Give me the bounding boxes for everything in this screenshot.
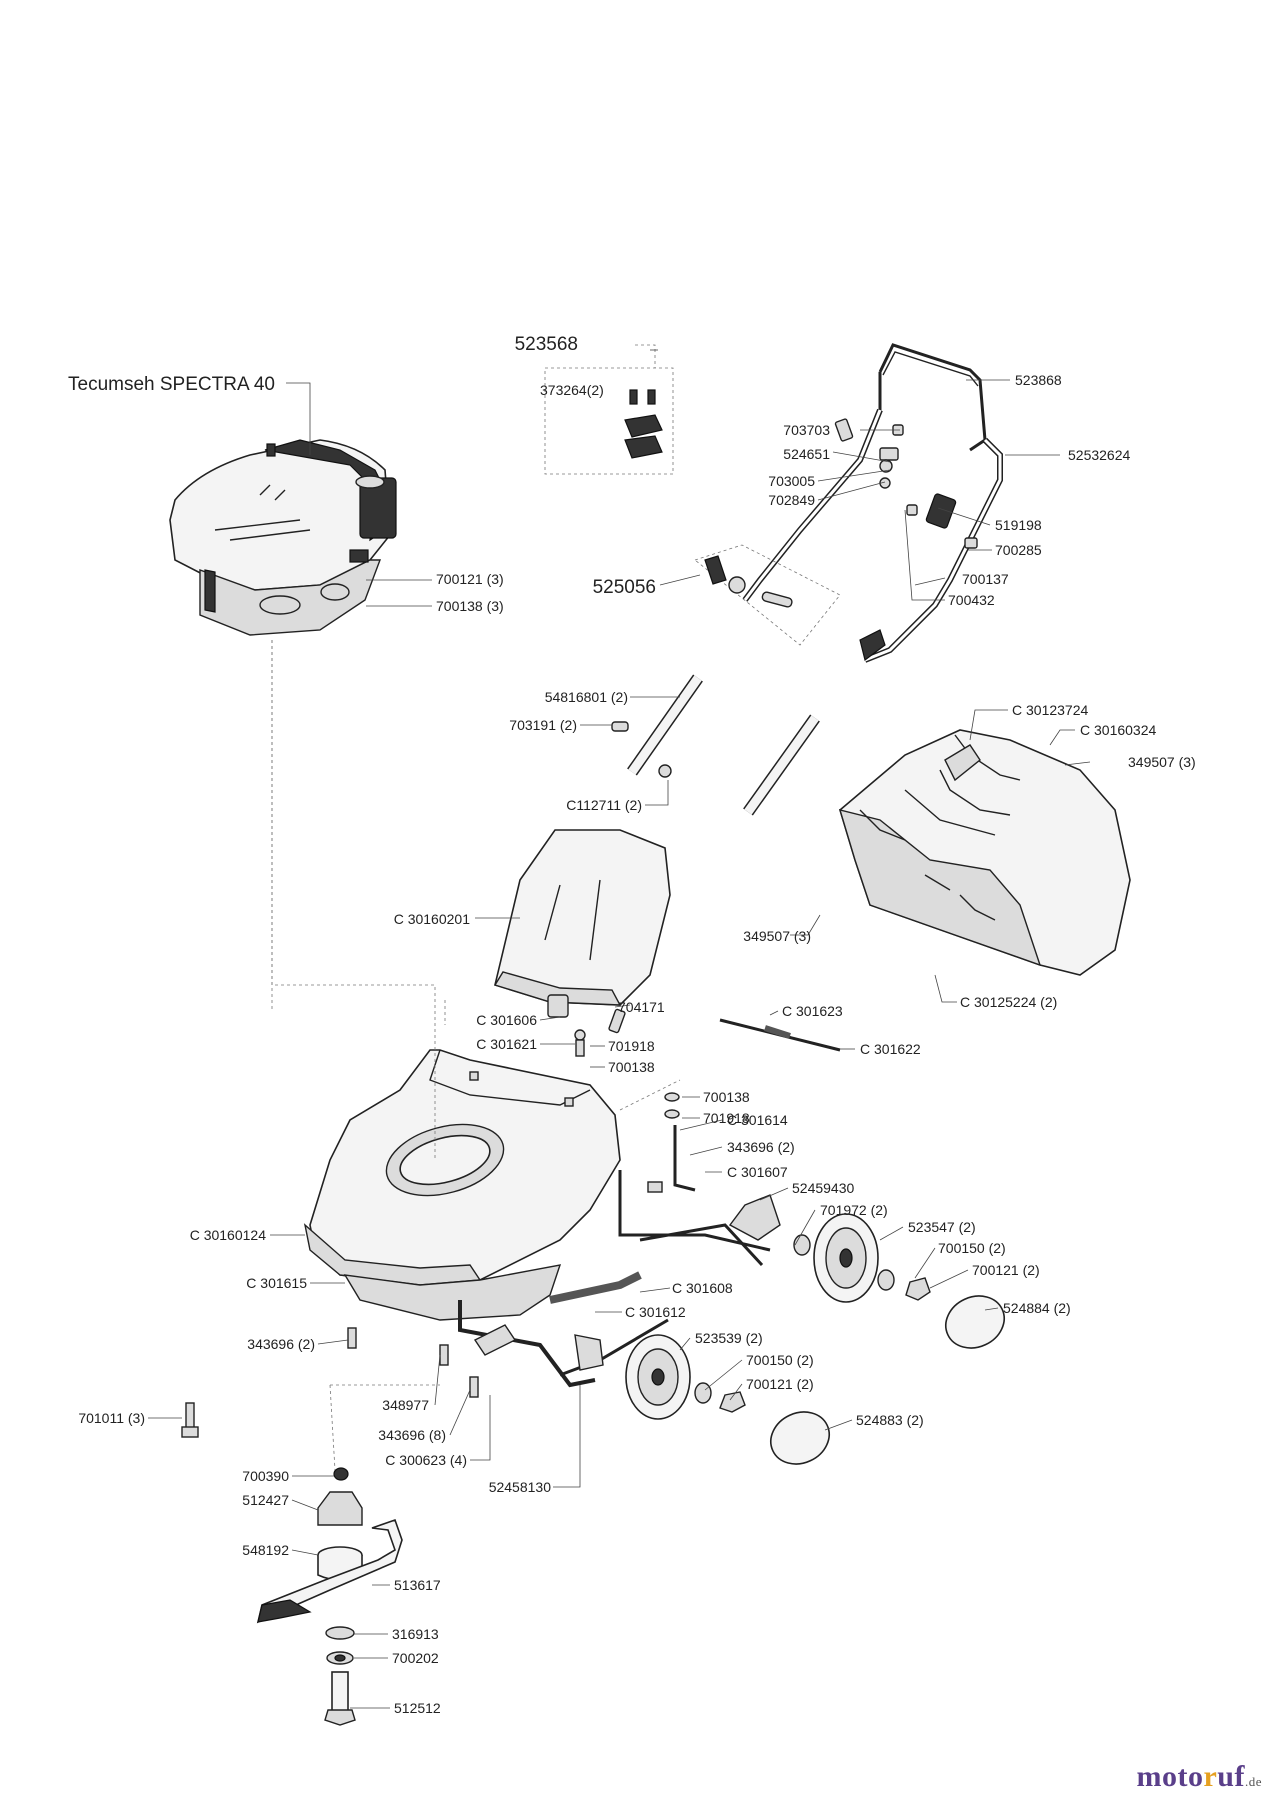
part-label-701918-a: 701918 (608, 1038, 655, 1054)
lower-handle-tubes (611, 674, 820, 816)
part-label-700138-a: 700138 (608, 1059, 655, 1075)
part-label-512427: 512427 (242, 1492, 289, 1508)
part-label-C301606: C 301606 (476, 1012, 537, 1028)
part-label-C301622: C 301622 (860, 1041, 921, 1057)
part-label-52458130: 52458130 (489, 1479, 552, 1495)
part-label-52459430: 52459430 (792, 1180, 855, 1196)
brand-part1: moto (1136, 1760, 1204, 1793)
part-label-703703: 703703 (783, 422, 830, 438)
part-label-700285: 700285 (995, 542, 1042, 558)
handle-clamp-kit (544, 344, 674, 475)
part-label-C301612: C 301612 (625, 1304, 686, 1320)
part-label-523868: 523868 (1015, 372, 1062, 388)
deck-hardware-illustration (181, 994, 841, 1438)
engine-label: Tecumseh SPECTRA 40 (68, 374, 275, 395)
part-label-343696-b: 343696 (2) (727, 1139, 795, 1155)
part-label-524651: 524651 (783, 446, 830, 462)
part-label-C30160324: C 30160324 (1080, 722, 1157, 738)
part-label-524884: 524884 (2) (1003, 1300, 1071, 1316)
assembly-lines (271, 640, 681, 1471)
part-label-C301608: C 301608 (672, 1280, 733, 1296)
part-label-524883: 524883 (2) (856, 1412, 924, 1428)
mower-deck-illustration (303, 1049, 621, 1321)
brand-part3: uf (1217, 1760, 1245, 1793)
part-label-700121-top: 700121 (3) (436, 571, 504, 587)
part-label-700138-top: 700138 (3) (436, 598, 504, 614)
part-label-701918-b: 701918 (703, 1110, 750, 1126)
blade-assembly-illustration (256, 1467, 403, 1726)
part-number-labels: 523568 373264(2) 523868 703703 524651 5253262… (78, 334, 1195, 1716)
part-label-703191: 703191 (2) (509, 717, 577, 733)
part-label-343696-a: 343696 (2) (247, 1336, 315, 1352)
part-label-525056: 525056 (593, 577, 656, 598)
part-label-349507-left: 349507 (3) (743, 928, 811, 944)
part-label-700150-a: 700150 (2) (938, 1240, 1006, 1256)
part-label-700121-b: 700121 (2) (746, 1376, 814, 1392)
grass-catcher-illustration (838, 729, 1131, 976)
part-label-C301623: C 301623 (782, 1003, 843, 1019)
brand-tld: .de (1244, 1774, 1262, 1789)
part-label-52532624: 52532624 (1068, 447, 1131, 463)
part-label-373264: 373264(2) (540, 382, 604, 398)
part-label-703005: 703005 (768, 473, 815, 489)
part-label-523547: 523547 (2) (908, 1219, 976, 1235)
rear-flap-illustration (493, 829, 671, 1006)
brand-part2: r (1203, 1760, 1218, 1793)
part-label-513617: 513617 (394, 1577, 441, 1593)
part-label-316913: 316913 (392, 1626, 439, 1642)
part-label-343696-c: 343696 (8) (378, 1427, 446, 1443)
part-label-349507-right: 349507 (3) (1128, 754, 1196, 770)
part-label-C301615: C 301615 (246, 1275, 307, 1291)
part-label-700432: 700432 (948, 592, 995, 608)
part-label-701011: 701011 (3) (78, 1410, 145, 1426)
part-label-54816801: 54816801 (2) (545, 689, 628, 705)
part-label-700137: 700137 (962, 571, 1009, 587)
engine-illustration (169, 439, 397, 636)
part-label-700202: 700202 (392, 1650, 439, 1666)
part-label-700390: 700390 (242, 1468, 289, 1484)
part-label-700150-b: 700150 (2) (746, 1352, 814, 1368)
part-label-C30125224: C 30125224 (2) (960, 994, 1057, 1010)
part-label-C112711: C112711 (2) (566, 797, 642, 813)
handle-illustration (694, 343, 1003, 663)
part-label-C30160124: C 30160124 (190, 1227, 267, 1243)
part-label-C301621: C 301621 (476, 1036, 537, 1052)
part-label-C30160201: C 30160201 (394, 911, 471, 927)
part-label-523539: 523539 (2) (695, 1330, 763, 1346)
axle-and-wheels-illustration (458, 1170, 1005, 1465)
part-label-700138-b: 700138 (703, 1089, 750, 1105)
part-label-523568: 523568 (515, 334, 578, 355)
part-label-548192: 548192 (242, 1542, 289, 1558)
part-label-348977: 348977 (382, 1397, 429, 1413)
part-label-512512: 512512 (394, 1700, 441, 1716)
part-label-701972: 701972 (2) (820, 1202, 888, 1218)
part-label-519198: 519198 (995, 517, 1042, 533)
part-label-C301607: C 301607 (727, 1164, 788, 1180)
part-label-704171: 704171 (618, 999, 665, 1015)
part-label-C300623: C 300623 (4) (385, 1452, 467, 1468)
part-label-C301614: C 301614 (727, 1112, 788, 1128)
leader-lines (148, 349, 1091, 1709)
part-label-C30123724: C 30123724 (1012, 702, 1089, 718)
brand-logo: motoruf.de (1136, 1760, 1262, 1794)
part-label-700121-a: 700121 (2) (972, 1262, 1040, 1278)
part-label-702849: 702849 (768, 492, 815, 508)
